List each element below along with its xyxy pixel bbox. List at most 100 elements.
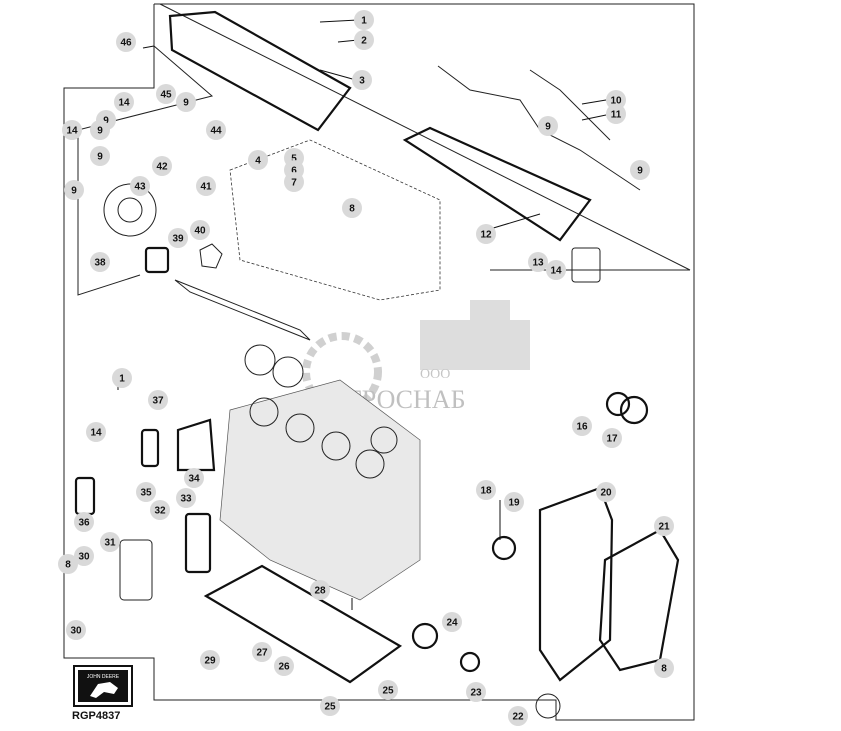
callout-bubble [274,656,294,676]
callout-bubble [200,650,220,670]
callout-number: 11 [611,110,622,121]
callout-number: 30 [78,552,90,563]
cylinder-bores [244,344,398,479]
callout-number: 17 [606,434,618,445]
o-ring-17 [619,395,649,425]
callout-bubble [352,70,372,90]
figure-reference-code: RGP4837 [72,710,121,722]
cylinder-head [229,139,441,301]
turbocharger-inner [117,197,143,223]
callout-number: 18 [480,486,492,497]
logo-brand-text: JOHN DEERE [87,674,120,680]
callout-number: 14 [118,98,130,109]
callout-42: 42 [152,156,172,176]
callout-25: 25 [378,680,398,700]
callout-number: 7 [291,178,297,189]
callout-number: 2 [361,36,367,47]
callout-8: 8 [58,554,78,574]
callout-bubble [654,658,674,678]
callout-44: 44 [206,120,226,140]
callout-21: 21 [654,516,674,536]
callout-bubble [508,706,528,726]
exhaust-gasket [199,243,223,269]
callout-number: 9 [103,116,109,127]
callout-number: 30 [70,626,82,637]
callout-bubble [168,228,188,248]
callout-18: 18 [476,480,496,500]
callout-bubble [156,84,176,104]
callout-bubble [602,428,622,448]
callout-number: 1 [119,374,125,385]
callout-number: 9 [637,166,643,177]
callout-bubble [476,480,496,500]
callout-bubble [90,252,110,272]
callout-31: 31 [100,532,120,552]
callout-number: 46 [120,38,132,49]
callout-9: 9 [90,146,110,166]
callout-number: 10 [610,96,622,107]
callout-8: 8 [654,658,674,678]
callout-number: 31 [104,538,116,549]
callout-bubble [572,416,592,436]
callout-number: 29 [204,656,216,667]
callout-bubble [310,580,330,600]
callout-bubble [606,90,626,110]
callout-32: 32 [150,500,170,520]
callout-bubble [74,546,94,566]
deer-icon [90,682,118,698]
callout-bubble [152,156,172,176]
callout-bubble [116,32,136,52]
callout-30: 30 [74,546,94,566]
callout-bubble [64,180,84,200]
oil-cooler-36 [74,476,96,516]
callout-number: 16 [576,422,588,433]
callout-number: 27 [256,648,268,659]
callout-bubble [86,422,106,442]
callout-8: 8 [342,198,362,218]
callout-41: 41 [196,176,216,196]
callout-number: 37 [152,396,164,407]
callout-16: 16 [572,416,592,436]
callout-bubble [252,642,272,662]
john-deere-logo: JOHN DEERE [73,665,133,707]
callout-number: 39 [172,234,184,245]
watermark-prefix: ООО [420,367,450,382]
callout-9: 9 [64,180,84,200]
callout-bubble [184,468,204,488]
callout-number: 13 [532,258,544,269]
callout-40: 40 [190,220,210,240]
callout-24: 24 [442,612,462,632]
callout-bubble [136,482,156,502]
callout-3: 3 [352,70,372,90]
callout-10: 10 [606,90,626,110]
turbocharger [103,183,157,237]
engine-block [219,379,421,601]
callout-number: 40 [194,226,206,237]
callout-number: 12 [480,230,492,241]
callout-14: 14 [62,120,82,140]
callout-number: 26 [278,662,290,673]
callout-bubble [90,120,110,140]
callout-38: 38 [90,252,110,272]
callout-bubble [354,10,374,30]
callout-36: 36 [74,512,94,532]
o-ring-16 [605,391,631,417]
callout-bubble [442,612,462,632]
o-ring-24 [411,622,439,650]
callout-39: 39 [168,228,188,248]
callout-bubble [100,532,120,552]
callout-number: 44 [210,126,222,137]
callout-bubble [148,390,168,410]
callout-17: 17 [602,428,622,448]
callout-9: 9 [630,160,650,180]
callout-bubble [320,696,340,716]
callout-bubble [596,482,616,502]
callout-number: 8 [65,560,71,571]
callout-number: 14 [66,126,78,137]
callout-number: 14 [550,266,562,277]
callout-bubble [354,30,374,50]
callout-number: 45 [160,90,172,101]
callout-1: 1 [112,368,132,388]
